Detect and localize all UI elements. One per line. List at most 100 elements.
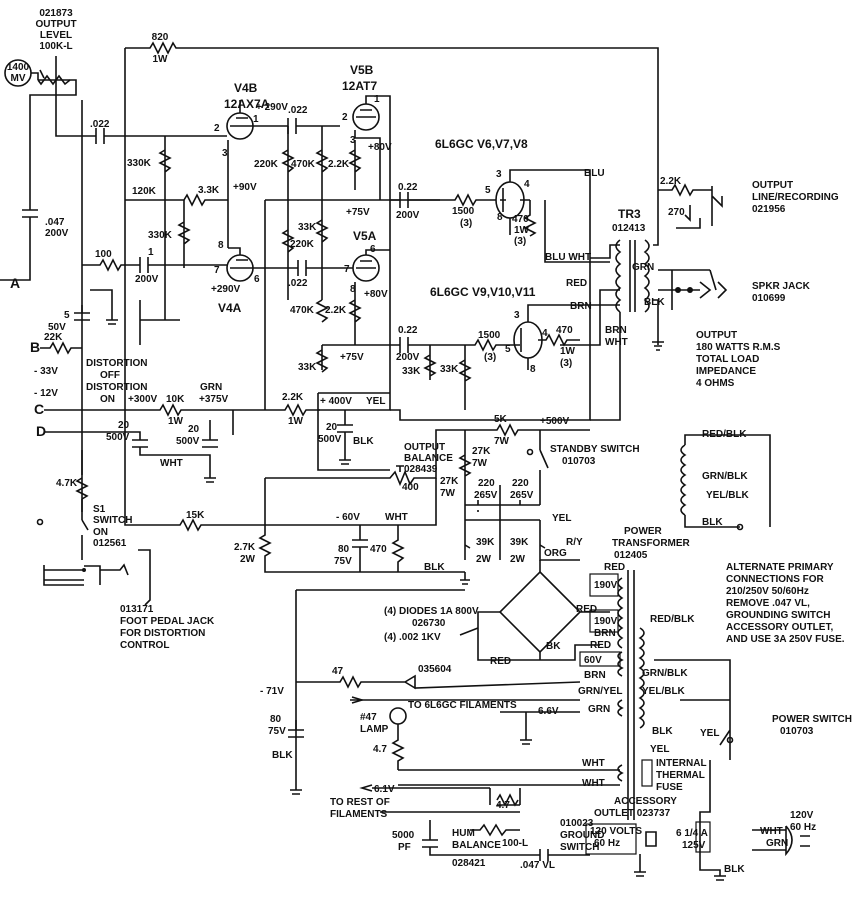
r470a-label: 470K (291, 159, 316, 170)
ob2-label: BALANCE (404, 453, 453, 464)
alt3-label: 210/250V 50/60Hz (726, 586, 809, 597)
pin2: 2 (214, 123, 220, 134)
tf2-label: THERMAL (656, 770, 705, 781)
tr3-code: 012413 (612, 223, 646, 234)
c220av-label: 265V (474, 490, 498, 501)
r27k2w-label: 2.7K (234, 542, 256, 553)
c20cv-label: 500V (318, 434, 342, 445)
yel2-label: YEL (552, 513, 571, 524)
out-line3: 021956 (752, 204, 786, 215)
mv-unit: MV (11, 73, 26, 84)
tf3-label: FUSE (656, 782, 683, 793)
c80a-label: 80 (338, 544, 350, 555)
v5a-pin6: 6 (370, 244, 376, 255)
v500-label: +500V (540, 416, 570, 427)
v75b-label: +75V (340, 352, 364, 363)
pa-pin5: 5 (485, 185, 491, 196)
dist-on2: ON (100, 394, 115, 405)
r1500b-watt: (3) (484, 352, 496, 363)
fp3-label: FOR DISTORTION (120, 628, 205, 639)
v190a-label: 190V (594, 580, 618, 591)
tr3-label: TR3 (618, 207, 641, 221)
brn-wht1: BRN (605, 325, 627, 336)
alt6-label: ACCESSORY OUTLET, (726, 622, 833, 633)
wht3-label: WHT (582, 758, 605, 769)
blk4-label: BLK (272, 750, 293, 761)
output-level-control: 1400 MV 021873 OUTPUT LEVEL 100K-L (4, 8, 96, 200)
pin1: 1 (253, 114, 259, 125)
r47-label: 47 (332, 666, 344, 677)
r47lamp-label: 4.7 (373, 744, 387, 755)
pb-pin3: 3 (514, 310, 520, 321)
brn3-label: BRN (584, 670, 606, 681)
foot-pedal-jack: 013171 FOOT PEDAL JACK FOR DISTORTION CO… (43, 549, 215, 651)
output-line-jack: 2.2K 270 OUTPUT LINE/RECORDING 021956 (658, 176, 839, 229)
r470-1w-a: 470 (512, 214, 529, 225)
r39kb-label: 39K (510, 537, 529, 548)
blk3-label: BLK (424, 562, 445, 573)
r27kb-watt: 7W (440, 488, 456, 499)
c20bv-label: 500V (176, 436, 200, 447)
r33k-d-label: 33K (440, 364, 459, 375)
output-transformer: TR3 012413 RED BRN BRN WHT GRN BLK (560, 190, 665, 421)
blk6-label: BLK (652, 726, 673, 737)
mains2-label: 60 Hz (790, 822, 816, 833)
r270: 270 (668, 207, 685, 218)
s1-label: S1 (93, 504, 106, 515)
pb-pin8: 8 (530, 364, 536, 375)
v90-label: +90V (233, 182, 257, 193)
v66-label: 6.6V (538, 706, 559, 717)
c220b-label: 220 (512, 478, 529, 489)
label-c: C (34, 401, 44, 417)
v290b-label: +290V (211, 284, 241, 295)
s1c-label: ON (93, 527, 108, 538)
tube-v4b: V4B 12AX7A 2 1 3 (214, 81, 270, 159)
v5b-pin3: 3 (350, 135, 356, 146)
v60v-label: 60V (584, 655, 602, 666)
alt4-label: REMOVE .047 VL, (726, 598, 810, 609)
r47k-label: 4.7K (56, 478, 78, 489)
blu-label: BLU (584, 168, 605, 179)
fuse2-label: 125V (682, 840, 706, 851)
rest1-label: TO REST OF (330, 797, 390, 808)
r470b-label: 470K (290, 305, 315, 316)
c022c-label: .022 (288, 278, 308, 289)
r220a-label: 220K (254, 159, 279, 170)
tube-v5a: V5A 6 7 8 +80V (344, 229, 390, 300)
v5a-label: V5A (353, 229, 377, 243)
r220b-label: 220K (290, 239, 315, 250)
v4a-pin6: 6 (254, 274, 260, 285)
feedback-resistor: 820 1W (124, 32, 659, 190)
mains-section: ACCESSORY OUTLET 023737 120 VOLTS 60 Hz … (585, 659, 852, 881)
fuse1-label: 6 1/4 A (676, 828, 708, 839)
output2: 180 WATTS R.M.S (696, 342, 781, 353)
r22k-b-label: 2.2K (325, 305, 347, 316)
d1-label: (4) DIODES 1A 800V (384, 606, 479, 617)
d035-label: 035604 (418, 664, 452, 675)
v33-label: - 33V (34, 366, 58, 377)
r820-watt: 1W (153, 54, 169, 65)
org-label: ORG (544, 548, 567, 559)
power-tubes-a-label: 6L6GC V6,V7,V8 (435, 137, 528, 151)
c022ev-label: 200V (396, 352, 420, 363)
c20av-label: 500V (106, 432, 130, 443)
output4: IMPEDANCE (696, 366, 756, 377)
c5000u-label: PF (398, 842, 411, 853)
gs3-label: SWITCH (560, 842, 599, 853)
v375-label: +375V (199, 394, 229, 405)
out-level-title: OUTPUT (35, 19, 76, 30)
r27ka-watt: 7W (472, 458, 488, 469)
yel3-label: YEL (650, 744, 669, 755)
r1500a-label: 1500 (452, 206, 475, 217)
power-tubes-b-label: 6L6GC V9,V10,V11 (430, 285, 536, 299)
wht4-label: WHT (582, 778, 605, 789)
fp4-label: CONTROL (120, 640, 169, 651)
pb-pin4: 4 (542, 328, 548, 339)
r1500b-label: 1500 (478, 330, 501, 341)
r27ka-label: 27K (472, 446, 491, 457)
alt-yelblk-label: YEL/BLK (706, 490, 750, 501)
out-line1: OUTPUT (752, 180, 793, 191)
label-d: D (36, 423, 46, 439)
red5-label: RED (490, 656, 511, 667)
